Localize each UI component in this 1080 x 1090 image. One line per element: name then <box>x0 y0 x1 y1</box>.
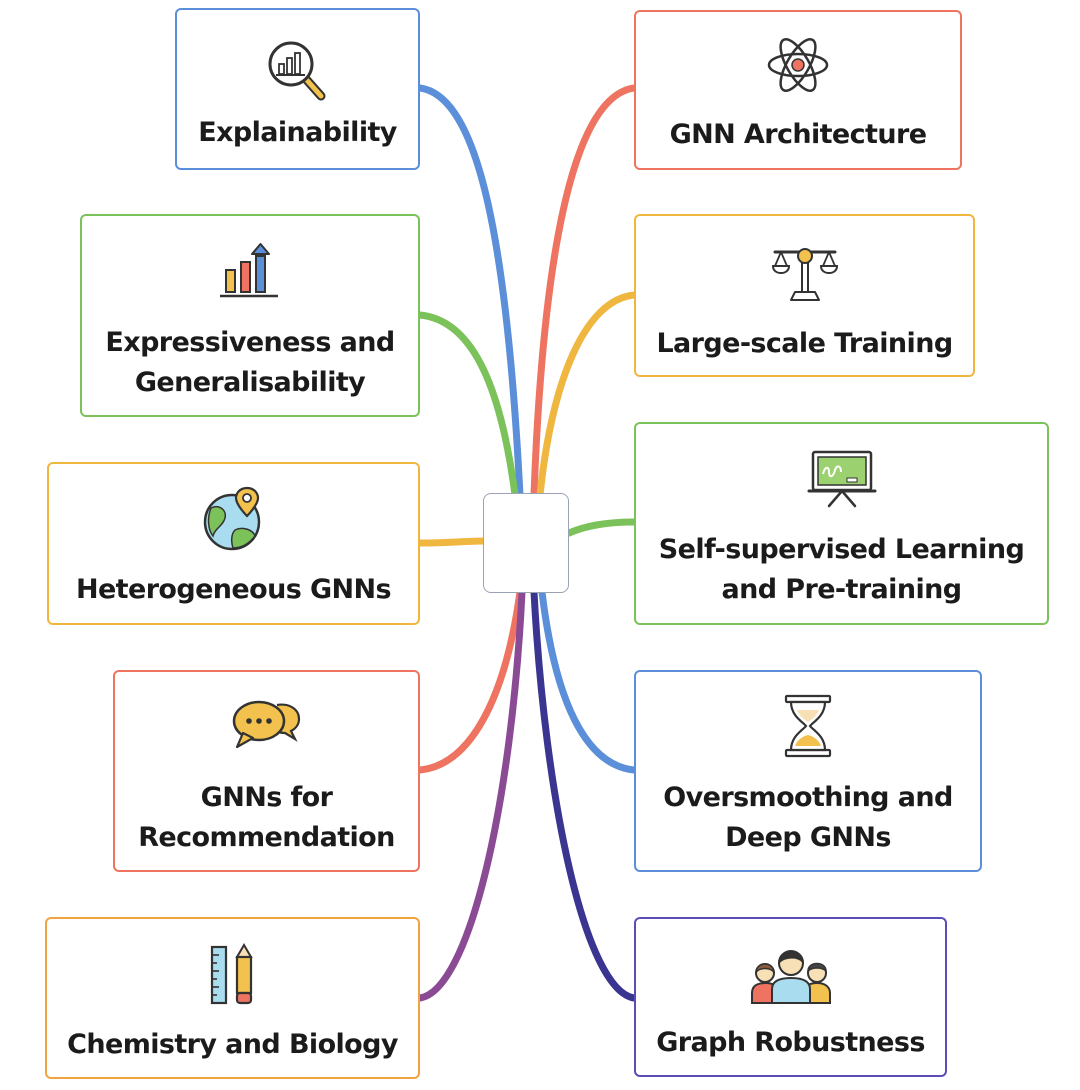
label-line: Heterogeneous GNNs <box>75 574 392 605</box>
label-line: and Pre-training <box>721 574 963 605</box>
link-heterogeneous <box>416 537 489 547</box>
blackboard-easel-icon <box>807 450 877 515</box>
node-large-scale-training[interactable]: Large-scale Training <box>634 214 975 377</box>
node-label: Heterogeneous GNNs <box>49 570 418 610</box>
node-self-supervised-learning[interactable]: Self-supervised Learning and Pre-training <box>634 422 1049 625</box>
label-line: Self-supervised Learning <box>658 534 1025 565</box>
link-chemistry <box>416 588 526 1002</box>
bar-chart-arrow-icon <box>218 240 282 309</box>
atom-icon <box>765 32 831 103</box>
globe-pin-icon <box>201 484 267 559</box>
node-explainability[interactable]: Explainability <box>175 8 420 170</box>
label-line: GNNs for <box>200 782 333 813</box>
magnifier-chart-icon <box>265 38 331 109</box>
link-recommendation <box>416 588 524 774</box>
node-label: Chemistry and Biology <box>47 1025 418 1065</box>
node-chemistry-biology[interactable]: Chemistry and Biology <box>45 917 420 1079</box>
label-line: Graph Robustness <box>656 1027 925 1058</box>
link-self-supervised <box>565 518 638 537</box>
central-topic[interactable] <box>483 493 569 593</box>
label-line: Deep GNNs <box>725 822 891 853</box>
label-line: Recommendation <box>138 822 395 853</box>
link-robustness <box>530 588 638 1002</box>
node-label: Self-supervised Learning and Pre-training <box>636 530 1047 610</box>
node-graph-robustness[interactable]: Graph Robustness <box>634 917 947 1077</box>
people-group-icon <box>750 943 832 1010</box>
label-line: GNN Architecture <box>669 119 927 150</box>
node-label: Graph Robustness <box>636 1023 945 1063</box>
label-line: Explainability <box>198 117 397 148</box>
node-heterogeneous-gnns[interactable]: Heterogeneous GNNs <box>47 462 420 625</box>
chat-bubbles-icon <box>231 697 303 760</box>
link-expressiveness <box>416 311 519 499</box>
link-explainability <box>416 84 524 499</box>
label-line: Expressiveness and <box>105 327 395 358</box>
label-line: Oversmoothing and <box>663 782 953 813</box>
link-oversmoothing <box>538 588 638 774</box>
node-gnn-architecture[interactable]: GNN Architecture <box>634 10 962 170</box>
node-label: GNN Architecture <box>636 115 960 155</box>
label-line: Generalisability <box>134 367 366 398</box>
link-large-scale <box>536 291 638 499</box>
node-label: Large-scale Training <box>636 324 973 364</box>
node-label: Explainability <box>177 113 418 153</box>
hourglass-icon <box>783 694 833 763</box>
link-architecture <box>530 84 638 499</box>
balance-scale-icon <box>769 240 841 309</box>
ruler-pencil-icon <box>206 943 260 1012</box>
label-line: Chemistry and Biology <box>67 1029 398 1060</box>
label-line: Large-scale Training <box>656 328 953 359</box>
